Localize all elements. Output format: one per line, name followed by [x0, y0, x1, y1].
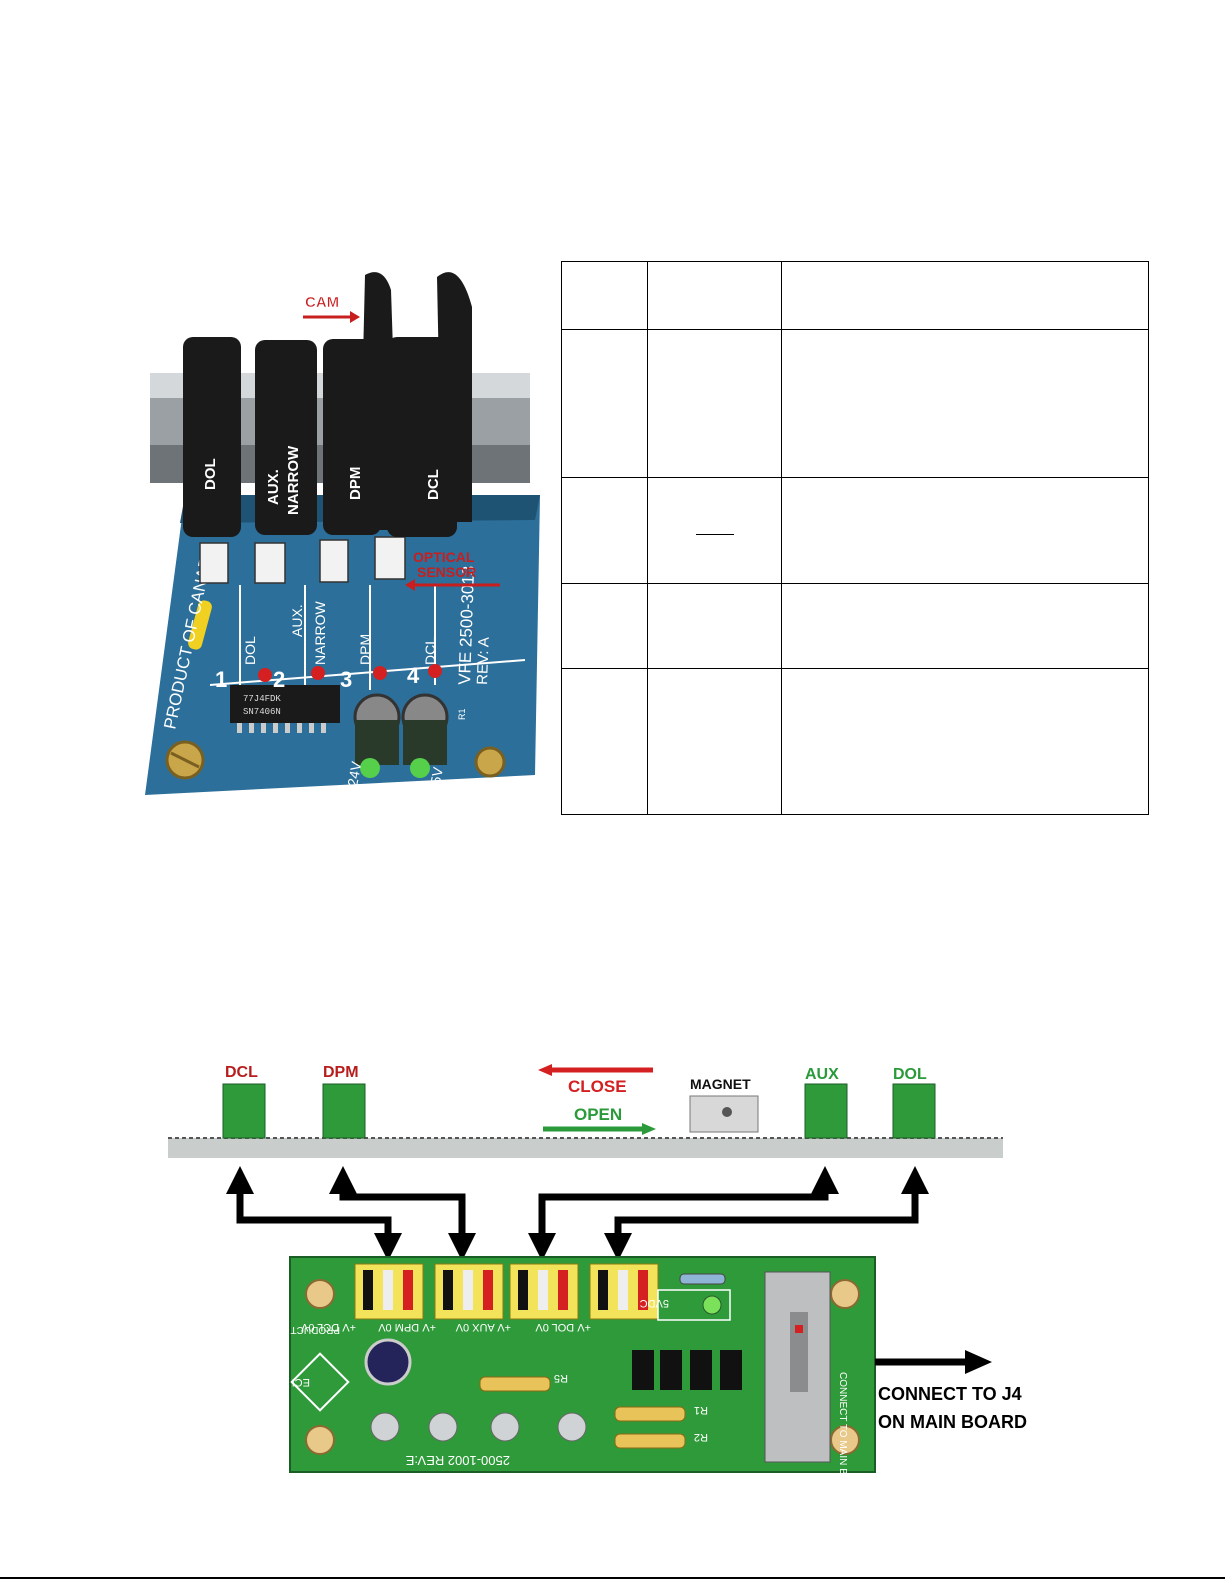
- table-row: [561, 583, 1149, 669]
- cam-label: CAM: [305, 294, 339, 311]
- svg-text:2: 2: [273, 667, 285, 692]
- cam-switch-photo: 77J4FDK SN7406N PRODUCT OF CANADA VFE 25…: [145, 272, 540, 795]
- svg-text:DOL: DOL: [242, 636, 258, 665]
- sensor-label-dol: DOL: [893, 1066, 927, 1083]
- table-cell: [647, 329, 782, 478]
- led-icon: [311, 666, 325, 680]
- board-model: 2500-1002 REV:E: [405, 1453, 510, 1468]
- resistor-networks: [479, 1376, 686, 1449]
- table-row: [561, 329, 1149, 478]
- svg-text:SENSOR: SENSOR: [417, 564, 476, 580]
- table-row: [561, 261, 1149, 330]
- table-cell: [561, 261, 648, 330]
- led-icon: [702, 1295, 722, 1315]
- svg-text:REV: A: REV: A: [474, 637, 493, 685]
- table-cell: [647, 261, 782, 330]
- table-cell: [647, 668, 782, 815]
- led-icon: [428, 664, 442, 678]
- open-label: OPEN: [574, 1105, 622, 1124]
- svg-text:AUX.: AUX.: [289, 604, 305, 637]
- svg-text:VFE 2500-3013: VFE 2500-3013: [455, 565, 478, 685]
- capacitor: [364, 1338, 412, 1386]
- svg-text:5V: 5V: [427, 765, 446, 785]
- svg-text:1: 1: [215, 667, 227, 692]
- connect-label: ON MAIN BOARD: [878, 1412, 1027, 1432]
- led-icon: [373, 666, 387, 680]
- cam-discs: [183, 272, 472, 537]
- table-cell: [781, 583, 1149, 669]
- connector-label: +V DCL 0V: [300, 1321, 356, 1333]
- close-label: CLOSE: [568, 1077, 627, 1096]
- sensor-rail-diagram: DCL DPM AUX DOL MAGNET CLOSE OPEN +V DCL…: [168, 1064, 1027, 1497]
- svg-text:77J4FDK: 77J4FDK: [243, 694, 281, 704]
- table-cell: [647, 583, 782, 669]
- rail: [168, 1138, 1003, 1158]
- table-row: [561, 668, 1149, 815]
- svg-text:CONNECT TO MAIN BOARD: CONNECT TO MAIN BOARD: [837, 1372, 848, 1497]
- svg-text:DPM: DPM: [347, 467, 364, 500]
- test-pads: [370, 1412, 587, 1442]
- svg-text:DPM: DPM: [357, 634, 373, 665]
- ic-chips: [632, 1350, 742, 1390]
- svg-text:R5: R5: [554, 1372, 568, 1384]
- sensor-label-dcl: DCL: [225, 1064, 258, 1081]
- svg-text:24V: 24V: [344, 760, 364, 788]
- ic-chip: [230, 685, 340, 723]
- svg-text:DOL: DOL: [202, 458, 219, 490]
- magnet-label: MAGNET: [690, 1076, 751, 1092]
- table-cell: [781, 261, 1149, 330]
- svg-text:NARROW: NARROW: [285, 445, 302, 515]
- connector-label: +V DPM 0V: [378, 1321, 436, 1333]
- mounting-holes: [305, 1279, 860, 1455]
- info-table: [561, 261, 1149, 815]
- svg-text:R2: R2: [694, 1431, 708, 1443]
- table-cell: [561, 668, 648, 815]
- eci-logo: ECI: [292, 1376, 310, 1388]
- table-cell: [781, 329, 1149, 478]
- led-label: 5VDC: [640, 1297, 669, 1309]
- svg-text:R1: R1: [694, 1404, 708, 1416]
- svg-text:SN7406N: SN7406N: [243, 707, 281, 717]
- led-icon: [258, 668, 272, 682]
- svg-text:4: 4: [407, 663, 420, 688]
- screw-icon: [474, 746, 506, 778]
- resistor: [679, 1273, 726, 1285]
- led-icon: [410, 758, 430, 778]
- svg-text:NARROW: NARROW: [312, 600, 328, 665]
- connect-label: CONNECT TO J4: [878, 1384, 1022, 1404]
- connector-label: +V DOL 0V: [535, 1321, 591, 1333]
- connector-label: +V AUX 0V: [455, 1321, 511, 1333]
- table-cell: [781, 477, 1149, 584]
- rail-sensors: [222, 1083, 936, 1139]
- optical-sensor-label: OPTICAL: [413, 549, 475, 565]
- sensor-label-dpm: DPM: [323, 1064, 359, 1081]
- table-cell: [781, 668, 1149, 815]
- connection-arrows: [226, 1166, 929, 1261]
- table-cell: [647, 477, 782, 584]
- page-rule: [0, 1577, 1225, 1579]
- svg-text:DCL: DCL: [425, 469, 442, 500]
- svg-text:AUX.: AUX.: [265, 469, 282, 505]
- pin-connectors: [354, 1263, 659, 1320]
- svg-text:R1: R1: [457, 708, 467, 720]
- svg-text:PRODUCT OF CANADA: PRODUCT OF CANADA: [229, 1324, 340, 1335]
- sensor-label-aux: AUX: [805, 1066, 839, 1083]
- overline-mark: [695, 533, 734, 535]
- table-cell: [561, 583, 648, 669]
- table-row: [561, 477, 1149, 584]
- led-icon: [360, 758, 380, 778]
- table-cell: [561, 329, 648, 478]
- table-cell: [561, 477, 648, 584]
- svg-text:DCL: DCL: [422, 637, 438, 665]
- svg-text:3: 3: [340, 667, 352, 692]
